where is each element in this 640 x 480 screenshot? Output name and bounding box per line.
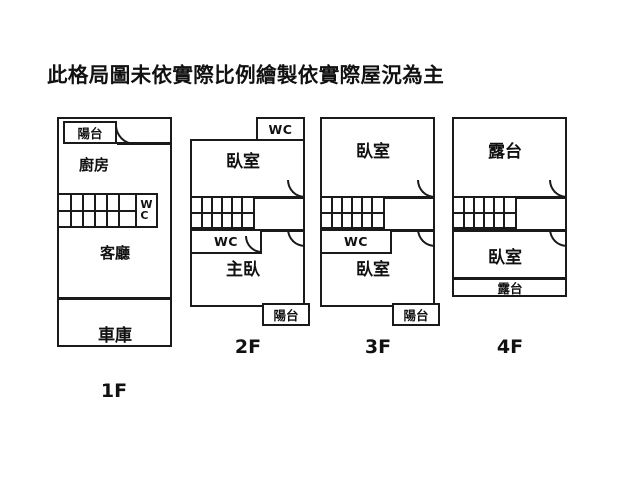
room-1f-garage: 車庫 [98,326,132,346]
room-3f-balcony: 陽台 [392,303,440,326]
room-2f-master-bedroom: 主臥 [226,260,260,280]
stairs-1f [57,193,137,228]
room-2f-bedroom: 臥室 [226,152,260,172]
room-1f-kitchen: 廚房 [78,156,109,174]
stairs-4f [452,196,517,229]
floor-caption-3f: 3F [364,336,392,358]
room-2f-wc-upper: WC [256,117,305,141]
wall-1f-balcony-bottom [117,142,172,145]
room-4f-terrace-upper: 露台 [488,142,522,162]
room-2f-wc-lower: WC [190,229,262,254]
room-3f-wc: WC [320,229,392,254]
floor-1f-outline [57,117,172,347]
floor-caption-4f: 4F [496,336,524,358]
wall-4f-stairs-bottom [452,229,567,232]
room-4f-terrace-lower: 露台 [497,281,523,296]
floor-caption-2f: 2F [234,336,262,358]
room-4f-bedroom: 臥室 [488,248,522,268]
wall-1f-garage-top [57,297,172,300]
stairs-2f [190,196,255,229]
room-3f-bedroom-upper: 臥室 [356,142,390,162]
room-3f-bedroom-lower: 臥室 [356,260,390,280]
page-title: 此格局圖未依實際比例繪製依實際屋況為主 [47,63,445,87]
floor-caption-1f: 1F [100,380,128,402]
room-1f-living: 客廳 [99,244,130,262]
room-1f-balcony: 陽台 [63,121,117,144]
wall-4f-terrace-top [452,277,567,280]
stairs-3f [320,196,385,229]
room-2f-balcony: 陽台 [262,303,310,326]
